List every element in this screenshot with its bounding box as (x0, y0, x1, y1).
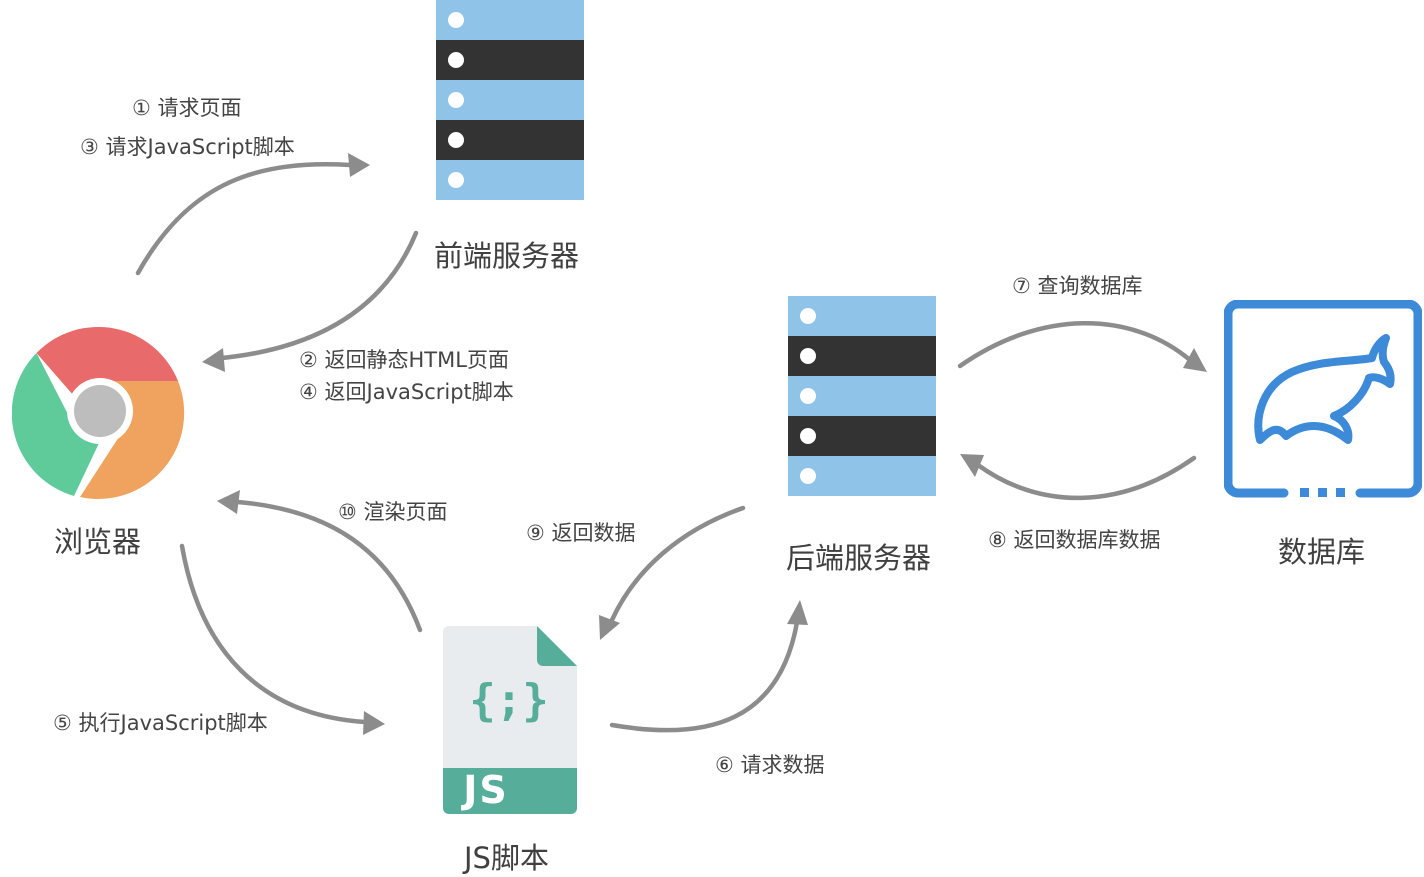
arrowhead-browser-to-frontend (348, 153, 370, 177)
chrome-browser-icon (12, 326, 185, 499)
arrowhead-db-to-backend (960, 454, 984, 477)
step-label-2: ② 返回静态HTML页面 (299, 348, 509, 372)
arrowhead-backend-to-js (599, 615, 620, 640)
step-label-1: ① 请求页面 (132, 96, 242, 120)
server-led-icon (448, 12, 464, 28)
server-row (788, 376, 936, 416)
step-label-10: ⑩ 渲染页面 (338, 500, 448, 524)
arrow-backend-to-db (957, 321, 1193, 369)
arrow-js-to-backend (609, 619, 800, 733)
server-led-icon (800, 308, 816, 324)
dolphin-body (1254, 334, 1395, 444)
arrowhead-frontend-to-browser (202, 348, 225, 372)
arrow-browser-to-js (179, 543, 368, 725)
db-frame (1224, 300, 1422, 498)
server-led-icon (800, 348, 816, 364)
frontend-server-icon (436, 0, 584, 200)
database-title: 数据库 (1278, 535, 1366, 569)
server-led-icon (800, 428, 816, 444)
arrowhead-backend-to-db (1183, 348, 1207, 372)
step-label-4: ④ 返回JavaScript脚本 (299, 380, 514, 404)
server-row (436, 0, 584, 40)
server-led-icon (448, 92, 464, 108)
js-file-icon (443, 626, 577, 814)
arrow-frontend-to-browser (219, 230, 419, 361)
js-doc-band (443, 768, 577, 814)
step-label-9: ⑨ 返回数据 (526, 521, 636, 545)
js-file-label: JS (463, 768, 509, 812)
server-row (788, 416, 936, 456)
js-doc-band-top (443, 768, 577, 778)
mysql-dolphin-icon (1224, 300, 1422, 498)
server-row (436, 160, 584, 200)
db-frame-dash (1300, 488, 1309, 497)
arrowhead-js-to-browser (217, 490, 240, 514)
server-led-icon (448, 132, 464, 148)
server-row (436, 40, 584, 80)
browser-title: 浏览器 (54, 525, 142, 559)
js-doc-body (443, 626, 577, 814)
server-row (436, 80, 584, 120)
backend-server-title: 后端服务器 (786, 541, 932, 575)
server-led-icon (448, 172, 464, 188)
server-row (788, 296, 936, 336)
arrowhead-js-to-backend (787, 600, 808, 625)
chrome-red-segment (36, 326, 178, 396)
arrowhead-browser-to-js (363, 711, 385, 735)
server-led-icon (800, 388, 816, 404)
arrow-db-to-backend (975, 455, 1197, 501)
arrow-backend-to-js (609, 505, 746, 623)
step-label-7: ⑦ 查询数据库 (1012, 274, 1143, 298)
step-label-8: ⑧ 返回数据库数据 (988, 528, 1161, 552)
step-label-3: ③ 请求JavaScript脚本 (80, 135, 295, 159)
arrow-browser-to-frontend (135, 162, 353, 276)
chrome-green-segment (12, 353, 100, 496)
js-braces-symbol: {;} (469, 675, 549, 726)
chrome-orange-segment (80, 381, 185, 499)
server-led-icon (800, 468, 816, 484)
step-label-6: ⑥ 请求数据 (715, 753, 825, 777)
frontend-server-title: 前端服务器 (434, 239, 580, 273)
step-label-5: ⑤ 执行JavaScript脚本 (53, 711, 268, 735)
backend-server-icon (788, 296, 936, 496)
db-frame-dash (1318, 488, 1327, 497)
arrow-js-to-browser (235, 499, 423, 633)
chrome-center (74, 385, 126, 437)
js-doc-fold (537, 626, 577, 666)
server-led-icon (448, 52, 464, 68)
server-row (788, 336, 936, 376)
db-frame-dash (1336, 488, 1345, 497)
server-row (436, 120, 584, 160)
js-script-title: JS脚本 (464, 841, 549, 875)
server-row (788, 456, 936, 496)
